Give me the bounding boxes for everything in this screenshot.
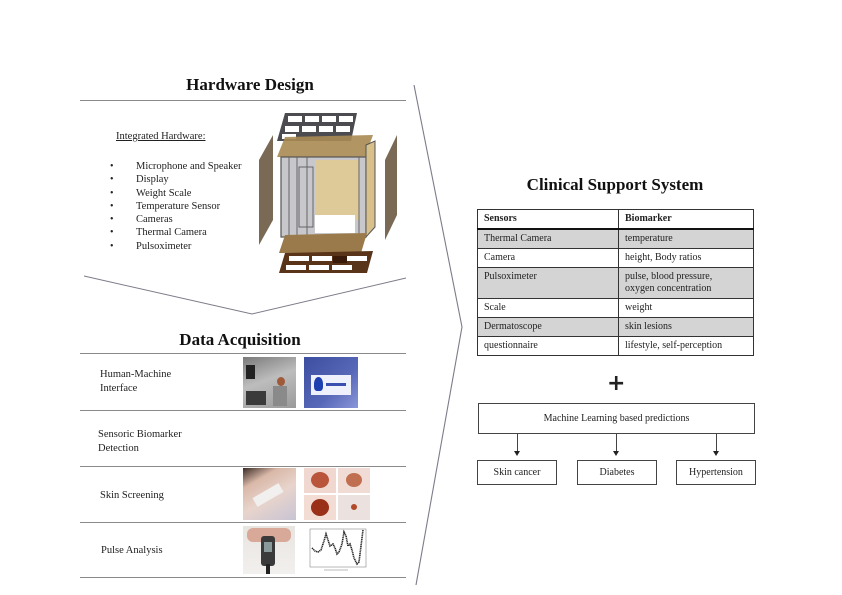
hardware-item: Thermal Camera <box>110 226 242 240</box>
header-biomarker: Biomarker <box>618 209 754 230</box>
hardware-list: Microphone and Speaker Display Weight Sc… <box>110 160 242 253</box>
table-row: questionnaire lifestyle, self-perception <box>477 336 754 356</box>
outcome-skin-cancer: Skin cancer <box>477 460 557 485</box>
hardware-item: Cameras <box>110 213 242 227</box>
acquisition-row-human-machine-interface: Human-Machine Interface <box>100 369 172 394</box>
header-sensors: Sensors <box>477 209 619 230</box>
table-row: Camera height, Body ratios <box>477 248 754 268</box>
dermatoscope-on-skin-photo <box>243 468 296 520</box>
outcome-diabetes: Diabetes <box>577 460 657 485</box>
pulse-waveform-plot <box>304 526 370 574</box>
hardware-item: Microphone and Speaker <box>110 160 242 174</box>
logo-screen-photo <box>304 357 358 408</box>
roof-panel <box>277 135 373 157</box>
acquisition-row-pulse-analysis: Pulse Analysis <box>101 545 163 556</box>
sensor-biomarker-table: Sensors Biomarker Thermal Camera tempera… <box>477 209 754 356</box>
arrow-to-skin-cancer <box>514 433 520 456</box>
table-header-row: Sensors Biomarker <box>477 209 754 230</box>
roof-grid-frame <box>277 113 357 141</box>
floor-grid-frame <box>279 251 373 273</box>
clinical-support-title: Clinical Support System <box>526 175 704 194</box>
hardware-title-divider <box>80 100 406 101</box>
acquisition-row-sensoric-biomarker: Sensoric Biomarker Detection <box>98 429 182 454</box>
pulse-waveform-line <box>311 529 364 566</box>
hardware-design-title: Hardware Design <box>186 75 314 94</box>
outcome-hypertension: Hypertension <box>676 460 756 485</box>
acquisition-divider-0 <box>80 353 406 354</box>
hardware-item: Weight Scale <box>110 187 242 201</box>
left-side-panel <box>259 135 273 245</box>
table-row: Pulsoximeter pulse, blood pressure, oxyg… <box>477 267 754 299</box>
hardware-item: Display <box>110 173 242 187</box>
acquisition-divider-1 <box>80 410 406 411</box>
arrow-to-hypertension <box>713 433 719 456</box>
data-acquisition-title: Data Acquisition <box>179 330 301 349</box>
integrated-hardware-heading: Integrated Hardware: <box>116 131 206 142</box>
table-row: Dermatoscope skin lesions <box>477 317 754 337</box>
acquisition-divider-2 <box>80 466 406 467</box>
right-side-panel <box>385 135 397 240</box>
arrow-to-diabetes <box>613 433 619 456</box>
pulsoximeter-finger-photo <box>243 526 295 574</box>
acquisition-row-skin-screening: Skin Screening <box>100 490 164 501</box>
skin-lesion-grid-photos <box>304 468 370 520</box>
section-connector-chevron <box>83 275 407 315</box>
floor-panel <box>279 233 367 253</box>
table-row: Scale weight <box>477 298 754 318</box>
acquisition-divider-4 <box>80 577 406 578</box>
plus-icon: + <box>607 371 626 396</box>
exploded-booth-image <box>259 113 397 273</box>
table-row: Thermal Camera temperature <box>477 228 754 249</box>
person-in-booth-photo <box>243 357 296 408</box>
acquisition-divider-3 <box>80 522 406 523</box>
section-connector-arrow <box>413 84 463 586</box>
hardware-item: Pulsoximeter <box>110 240 242 254</box>
ml-predictions-box: Machine Learning based predictions <box>478 403 755 434</box>
hardware-item: Temperature Sensor <box>110 200 242 214</box>
